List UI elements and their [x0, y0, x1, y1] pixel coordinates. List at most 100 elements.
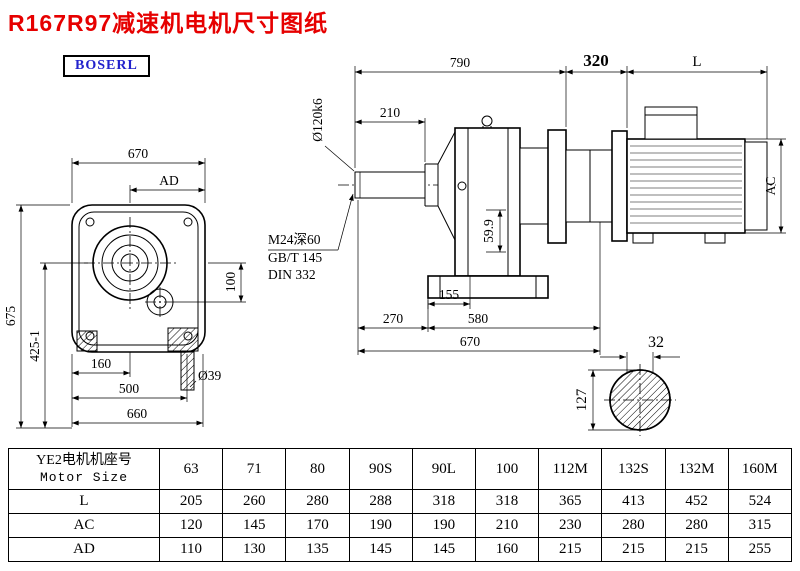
dim-label-599: 59.9	[481, 219, 496, 243]
dim-label-ac: AC	[763, 177, 778, 196]
bolt-hole	[183, 217, 193, 227]
hatched-section-right	[167, 327, 199, 352]
bolt-hole	[85, 217, 95, 227]
dim-side-790: 790	[354, 55, 567, 168]
cell-AD-71: 130	[222, 537, 287, 562]
size-col-90s: 90S	[348, 448, 413, 490]
dim-label-580: 580	[468, 311, 489, 326]
motor-body	[626, 138, 746, 234]
cell-L-112m: 365	[538, 489, 603, 514]
dim-front-100: 100	[175, 262, 246, 303]
cell-L-63: 205	[158, 489, 224, 514]
dim-side-155: 155	[427, 276, 471, 309]
dim-side-shaft-dia: Ø120k6	[310, 98, 355, 172]
size-col-100: 100	[474, 448, 540, 490]
side-view-drawing: 790 320 L 210 Ø120k6	[268, 51, 786, 355]
cell-L-90s: 288	[348, 489, 413, 514]
cell-AD-112m: 215	[538, 537, 603, 562]
dim-side-320: 320	[566, 51, 628, 128]
dim-label-500: 500	[119, 381, 140, 396]
size-col-63: 63	[158, 448, 224, 490]
size-col-160m: 160M	[727, 448, 793, 490]
fan-cover	[744, 141, 768, 231]
oil-plug	[457, 181, 467, 191]
dim-front-500: 500	[72, 354, 188, 402]
dim-section-32: 32	[600, 334, 680, 374]
logo-text: BOSERL	[75, 58, 138, 73]
page-title: R167R97减速机电机尺寸图纸	[8, 10, 329, 36]
dim-label-shaft-dia: Ø120k6	[310, 98, 325, 142]
motor-foot	[704, 232, 726, 244]
gearbox-front-inner-wall	[78, 211, 199, 346]
cell-AC-160m: 315	[727, 513, 793, 538]
cell-AC-132m: 280	[664, 513, 729, 538]
motor-flange	[611, 130, 628, 242]
dim-section-127: 127	[574, 369, 640, 431]
note-gbt145: GB/T 145	[268, 250, 322, 265]
cell-AC-63: 120	[158, 513, 224, 538]
cell-L-90l: 318	[411, 489, 476, 514]
cell-AD-132s: 215	[601, 537, 666, 562]
gear-unit-flange	[547, 129, 567, 244]
dim-label-320: 320	[583, 51, 609, 70]
hatched-section-left	[76, 330, 98, 352]
cell-L-80: 280	[285, 489, 350, 514]
dim-label-100: 100	[223, 272, 238, 293]
cell-AD-100: 160	[474, 537, 540, 562]
gearbox-housing-side	[454, 115, 521, 277]
size-col-132s: 132S	[601, 448, 666, 490]
boserl-logo: BOSERL	[63, 55, 150, 77]
gear-stage-collar	[519, 147, 549, 225]
header-motor-size: YE2电机机座号 Motor Size	[8, 448, 160, 490]
cell-AD-160m: 255	[727, 537, 793, 562]
cell-AC-100: 210	[474, 513, 540, 538]
cell-AD-90s: 145	[348, 537, 413, 562]
lifting-eye	[481, 115, 493, 127]
table-row-L: L 205 260 280 288 318 318 365 413 452 52…	[8, 489, 793, 514]
dim-label-32: 32	[648, 334, 664, 351]
header-motor-size-cn: YE2电机机座号	[36, 453, 132, 468]
cell-L-132s: 413	[601, 489, 666, 514]
output-bore-circle-2	[101, 234, 159, 292]
table-row-AD: AD 110 130 135 145 145 160 215 215 215 2…	[8, 537, 793, 562]
cell-AD-80: 135	[285, 537, 350, 562]
dim-label-ad: AD	[159, 173, 179, 188]
cell-AD-63: 110	[158, 537, 224, 562]
note-m24: M24深60	[268, 232, 321, 247]
dim-side-599: 59.9	[481, 209, 506, 253]
dim-label-790: 790	[450, 55, 471, 70]
dim-label-670-side: 670	[460, 334, 481, 349]
size-col-132m: 132M	[664, 448, 729, 490]
size-col-90l: 90L	[411, 448, 476, 490]
dim-side-L: L	[627, 54, 768, 139]
dim-label-210: 210	[380, 105, 401, 120]
cell-AD-90l: 145	[411, 537, 476, 562]
dim-side-ac: AC	[746, 138, 786, 234]
gearbox-base	[427, 275, 549, 299]
dim-label-675: 675	[3, 306, 18, 327]
size-col-80: 80	[285, 448, 350, 490]
dim-label-670-front-top: 670	[128, 146, 149, 161]
dim-label-d39: Ø39	[198, 368, 221, 383]
shaft-section-drawing: 32 127	[574, 334, 680, 436]
dim-label-L: L	[692, 54, 701, 70]
dim-front-675: 675	[3, 204, 72, 429]
cell-L-100: 318	[474, 489, 540, 514]
dim-label-160: 160	[91, 356, 112, 371]
dim-label-425: 425-1	[27, 330, 42, 362]
motor-adapter	[565, 149, 613, 223]
dim-front-ad: AD	[129, 173, 205, 203]
header-motor-size-en: Motor Size	[39, 470, 128, 485]
row-label-AC: AC	[8, 513, 160, 538]
input-shaft	[354, 171, 426, 199]
dim-side-210: 210	[355, 105, 426, 162]
cell-AC-90l: 190	[411, 513, 476, 538]
dim-label-155: 155	[439, 287, 460, 302]
dim-label-127: 127	[574, 388, 590, 411]
cell-AC-80: 170	[285, 513, 350, 538]
cell-AD-132m: 215	[664, 537, 729, 562]
note-din332: DIN 332	[268, 267, 316, 282]
output-bore-circle-4	[120, 253, 140, 273]
cell-L-71: 260	[222, 489, 287, 514]
